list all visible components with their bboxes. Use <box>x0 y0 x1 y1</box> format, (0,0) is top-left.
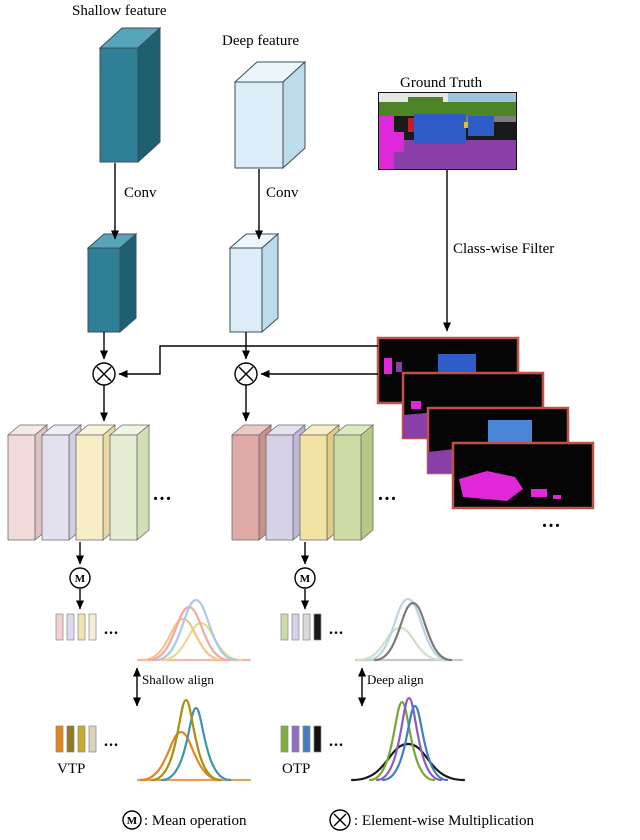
ground-truth-label: Ground Truth <box>400 75 483 91</box>
otp-bars <box>280 725 322 753</box>
deep-prototype-bars <box>280 613 322 641</box>
deep-bars-ellipsis: ... <box>329 621 344 638</box>
vtp-label: VTP <box>57 761 85 777</box>
otp-distribution-plot <box>350 696 466 782</box>
svg-text:M: M <box>75 573 86 585</box>
legend: M : Mean operation : Element-wise Multip… <box>122 809 534 831</box>
shallow-feature-box <box>98 26 162 164</box>
class-wise-filter-label: Class-wise Filter <box>453 241 554 257</box>
shallow-distribution-plot <box>136 598 252 662</box>
classwise-features-deep <box>230 424 375 541</box>
mask-to-mult-left-line <box>118 345 378 378</box>
legend-multiply-text: : Element-wise Multiplication <box>354 813 534 829</box>
legend-multiply-icon <box>329 809 351 831</box>
class-mask-4 <box>451 441 595 510</box>
otp-bars-ellipsis: ... <box>329 733 344 750</box>
masks-ellipsis: ... <box>542 510 562 532</box>
shallow-prototype-bars <box>55 613 97 641</box>
shallow-group-ellipsis: ... <box>153 483 173 505</box>
multiply-node-shallow <box>92 362 116 386</box>
vtp-distribution-plot <box>136 698 252 782</box>
svg-text:M: M <box>127 815 138 827</box>
mean-node-deep: M <box>294 567 316 589</box>
shallow-align-label: Shallow align <box>142 672 214 687</box>
conv-shallow-label: Conv <box>124 185 157 201</box>
multiply-node-deep <box>234 362 258 386</box>
deep-feature-box <box>233 60 307 170</box>
legend-mean-icon: M <box>122 810 142 830</box>
deep-distribution-plot <box>354 597 464 662</box>
shallow-conv-box <box>86 232 138 334</box>
svg-text:M: M <box>300 573 311 585</box>
classwise-features-shallow <box>6 424 151 541</box>
deep-conv-box <box>228 232 280 334</box>
shallow-feature-label: Shallow feature <box>72 3 167 19</box>
mean-node-shallow: M <box>69 567 91 589</box>
shallow-bars-ellipsis: ... <box>104 621 119 638</box>
conv-deep-label: Conv <box>266 185 299 201</box>
deep-feature-label: Deep feature <box>222 33 299 49</box>
vtp-bars-ellipsis: ... <box>104 733 119 750</box>
deep-group-ellipsis: ... <box>378 483 398 505</box>
ground-truth-image <box>378 92 517 170</box>
vtp-bars <box>55 725 97 753</box>
deep-align-label: Deep align <box>367 672 424 687</box>
otp-label: OTP <box>282 761 310 777</box>
legend-mean-text: : Mean operation <box>144 813 247 829</box>
